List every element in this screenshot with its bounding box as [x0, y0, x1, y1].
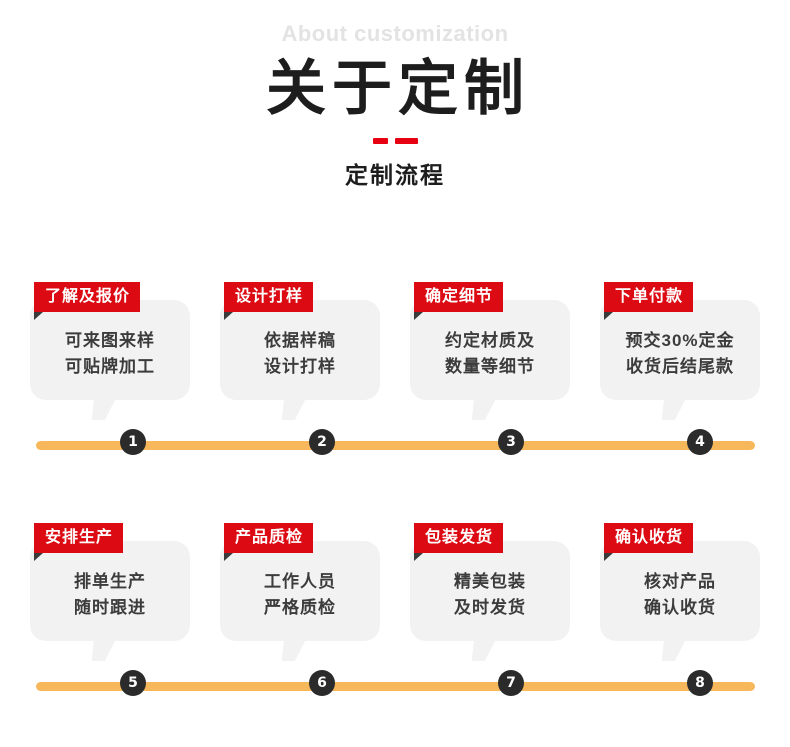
- page-subtitle: 定制流程: [345, 162, 445, 188]
- step-tag: 下单付款: [604, 282, 694, 320]
- step-card-body: 精美包装 及时发货: [410, 541, 570, 641]
- step-line: 核对产品: [644, 572, 716, 591]
- step-line: 精美包装: [454, 572, 526, 591]
- step-card-group-1: 了解及报价 可来图来样 可贴牌加工 设计打样 依据样稿 设计打样 确定细节 约定…: [0, 282, 790, 402]
- step-line: 收货后结尾款: [626, 357, 734, 376]
- step-line: 可贴牌加工: [65, 357, 155, 376]
- step-tag: 包装发货: [414, 523, 504, 561]
- timeline-1: 1 2 3 4: [0, 426, 790, 466]
- step-tag: 产品质检: [224, 523, 314, 561]
- flow-row-1: 了解及报价 可来图来样 可贴牌加工 设计打样 依据样稿 设计打样 确定细节 约定…: [0, 282, 790, 466]
- step-tag: 了解及报价: [34, 282, 141, 320]
- timeline-2: 5 6 7 8: [0, 667, 790, 707]
- step-number-badge[interactable]: 3: [498, 429, 524, 455]
- step-line: 排单生产: [74, 572, 146, 591]
- step-line: 依据样稿: [264, 331, 336, 350]
- page-title: 关于定制: [266, 56, 530, 122]
- step-number-badge[interactable]: 1: [120, 429, 146, 455]
- step-line: 工作人员: [264, 572, 336, 591]
- step-card: 安排生产 排单生产 随时跟进: [30, 523, 190, 643]
- step-number-badge[interactable]: 8: [687, 670, 713, 696]
- divider-dash-long: [394, 138, 418, 144]
- step-line: 可来图来样: [65, 331, 155, 350]
- step-number-badge[interactable]: 6: [309, 670, 335, 696]
- step-card-body: 依据样稿 设计打样: [220, 300, 380, 400]
- step-line: 及时发货: [454, 598, 526, 617]
- page-header: About customization 关于定制 定制流程: [0, 0, 790, 190]
- step-number-badge[interactable]: 7: [498, 670, 524, 696]
- step-card: 设计打样 依据样稿 设计打样: [220, 282, 380, 402]
- step-card: 下单付款 预交30%定金 收货后结尾款: [600, 282, 760, 402]
- step-line: 随时跟进: [74, 598, 146, 617]
- step-line: 数量等细节: [445, 357, 535, 376]
- step-card-body: 预交30%定金 收货后结尾款: [600, 300, 760, 400]
- step-card-body: 排单生产 随时跟进: [30, 541, 190, 641]
- step-number-badge[interactable]: 2: [309, 429, 335, 455]
- header-eyebrow: About customization: [281, 21, 509, 46]
- step-tag: 确定细节: [414, 282, 504, 320]
- step-card-body: 核对产品 确认收货: [600, 541, 760, 641]
- step-card-body: 工作人员 严格质检: [220, 541, 380, 641]
- title-divider: [367, 138, 423, 144]
- step-card-body: 约定材质及 数量等细节: [410, 300, 570, 400]
- step-card: 了解及报价 可来图来样 可贴牌加工: [30, 282, 190, 402]
- step-card-body: 可来图来样 可贴牌加工: [30, 300, 190, 400]
- step-number-badge[interactable]: 4: [687, 429, 713, 455]
- step-line: 预交30%定金: [625, 331, 735, 350]
- step-line: 设计打样: [264, 357, 336, 376]
- step-card-group-2: 安排生产 排单生产 随时跟进 产品质检 工作人员 严格质检 包装发货 精美包装 …: [0, 523, 790, 643]
- step-line: 严格质检: [264, 598, 336, 617]
- flow-row-2: 安排生产 排单生产 随时跟进 产品质检 工作人员 严格质检 包装发货 精美包装 …: [0, 523, 790, 707]
- divider-dash-short: [372, 138, 388, 144]
- timeline-bar: [36, 441, 755, 450]
- timeline-bar: [36, 682, 755, 691]
- step-line: 约定材质及: [445, 331, 535, 350]
- step-card: 包装发货 精美包装 及时发货: [410, 523, 570, 643]
- step-tag: 确认收货: [604, 523, 694, 561]
- step-card: 确定细节 约定材质及 数量等细节: [410, 282, 570, 402]
- step-number-badge[interactable]: 5: [120, 670, 146, 696]
- step-tag: 设计打样: [224, 282, 314, 320]
- step-tag: 安排生产: [34, 523, 124, 561]
- step-card: 确认收货 核对产品 确认收货: [600, 523, 760, 643]
- step-card: 产品质检 工作人员 严格质检: [220, 523, 380, 643]
- step-line: 确认收货: [644, 598, 716, 617]
